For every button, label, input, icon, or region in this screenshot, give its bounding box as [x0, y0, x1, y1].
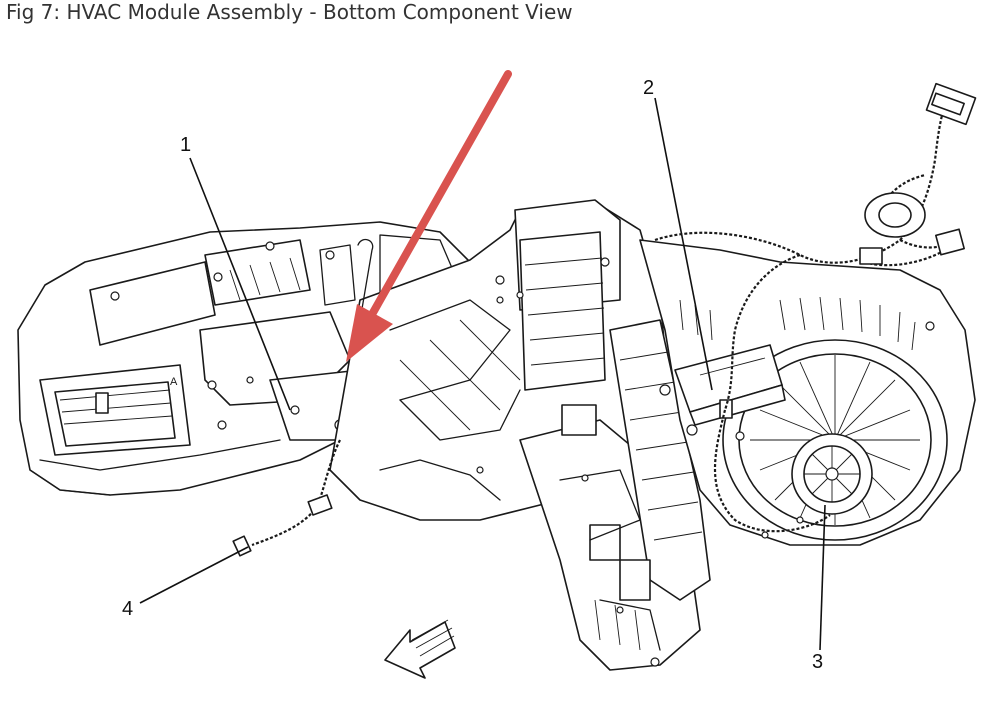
callout-label-1: 1 — [180, 134, 192, 156]
svg-text:A: A — [170, 376, 178, 388]
callout-2-leader — [654, 97, 713, 391]
wiring-harness — [654, 82, 977, 533]
lower-duct-extension — [519, 319, 711, 671]
callout-4-leader — [139, 546, 249, 604]
callout-label-4: 4 — [122, 598, 134, 620]
front-direction-arrow — [384, 619, 456, 679]
callout-label-3: 3 — [812, 651, 824, 673]
callout-3-leader — [819, 504, 826, 651]
callout-1-leader — [189, 157, 291, 411]
blower-motor-control-module — [659, 344, 786, 436]
highlight-arrow — [346, 70, 512, 362]
callout-label-2: 2 — [643, 77, 655, 99]
figure-title: Fig 7: HVAC Module Assembly - Bottom Com… — [6, 0, 573, 24]
actuator-pigtail — [232, 238, 374, 557]
